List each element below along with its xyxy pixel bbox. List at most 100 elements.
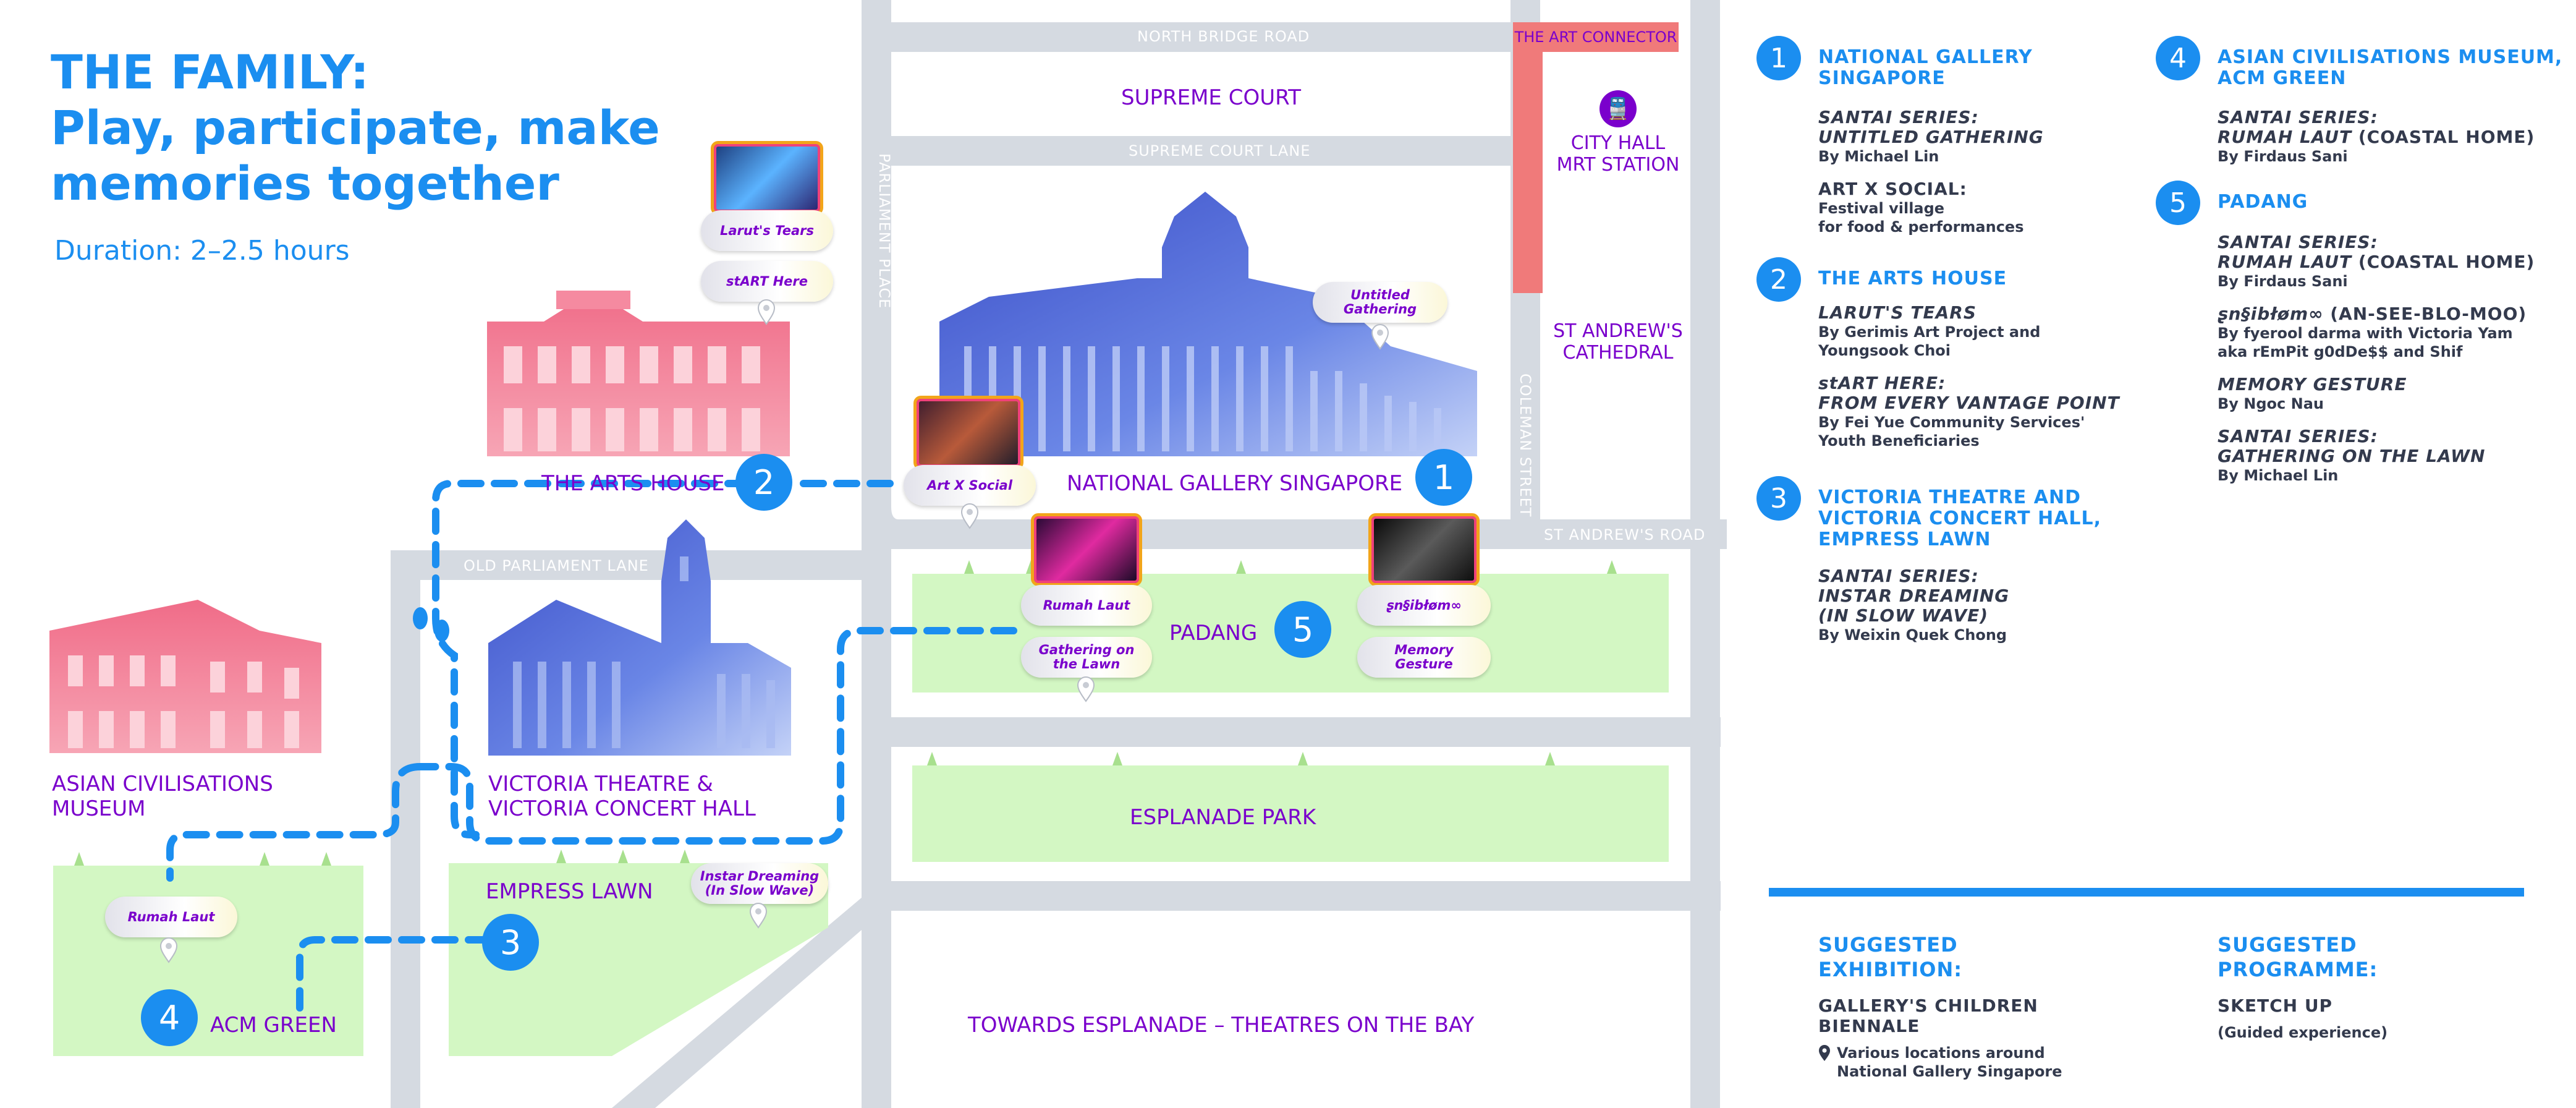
stop-marker-1[interactable]: 1 bbox=[1415, 449, 1472, 506]
item-byline: Youngsook Choi bbox=[1818, 342, 1951, 359]
laruts-tears-photo[interactable] bbox=[711, 141, 823, 215]
legend-venue-2: THE ARTS HOUSE LARUT'S TEARS By Gerimis … bbox=[1818, 268, 2152, 450]
road-label-parliament-place: PARLIAMENT PLACE bbox=[876, 153, 893, 309]
pill-start-here[interactable]: stART Here bbox=[701, 261, 833, 302]
item-byline: aka rEmPit g0dDe$$ and Shif bbox=[2218, 343, 2463, 360]
item-title: FROM EVERY VANTAGE POINT bbox=[1818, 393, 2120, 413]
legend-item: ART X SOCIAL: Festival village for food … bbox=[1818, 179, 2152, 236]
st-andrews-label-2: CATHEDRAL bbox=[1562, 342, 1674, 364]
acm-green-label: ACM GREEN bbox=[210, 1013, 337, 1038]
pill-untitled-line-2: Gathering bbox=[1343, 302, 1417, 317]
legend-venue-5: PADANG SANTAI SERIES: RUMAH LAUT (COASTA… bbox=[2218, 192, 2564, 485]
legend-item: SANTAI SERIES: RUMAH LAUT (COASTAL HOME)… bbox=[2218, 232, 2564, 291]
pill-untitled-line-1: Untitled bbox=[1350, 288, 1410, 302]
stop-marker-5[interactable]: 5 bbox=[1274, 601, 1331, 658]
pill-untitled-gathering[interactable]: Untitled Gathering bbox=[1313, 282, 1447, 323]
legend-item: MEMORY GESTURE By Ngoc Nau bbox=[2218, 375, 2564, 413]
st-andrews-label-1: ST ANDREW'S bbox=[1553, 320, 1683, 342]
stop-marker-2[interactable]: 2 bbox=[735, 454, 792, 511]
legend-item: SANTAI SERIES: RUMAH LAUT (COASTAL HOME)… bbox=[2218, 108, 2564, 166]
pill-instar-dreaming[interactable]: Instar Dreaming (In Slow Wave) bbox=[691, 863, 828, 904]
footprints-icon bbox=[413, 607, 449, 642]
suggested-exhibition: SUGGESTED EXHIBITION: GALLERY'S CHILDREN… bbox=[1818, 932, 2140, 1081]
acm-building-icon bbox=[49, 600, 321, 753]
pill-laruts-tears[interactable]: Larut's Tears bbox=[701, 210, 833, 251]
ansiblom-photo[interactable] bbox=[1368, 513, 1480, 586]
acm-label-2: MUSEUM bbox=[52, 796, 146, 821]
road-label-supreme-court-lane: SUPREME COURT LANE bbox=[1129, 142, 1311, 160]
legend-venue-4: ASIAN CIVILISATIONS MUSEUM, ACM GREEN SA… bbox=[2218, 47, 2564, 166]
item-title: ART X SOCIAL: bbox=[1818, 179, 1967, 199]
legend-number-5: 5 bbox=[2156, 181, 2200, 225]
arts-house-label: THE ARTS HOUSE bbox=[541, 471, 725, 496]
title-line-2: Play, participate, make bbox=[51, 100, 660, 155]
legend-item: SANTAI SERIES: INSTAR DREAMING (IN SLOW … bbox=[1818, 566, 2152, 644]
pill-rumah-laut-padang[interactable]: Rumah Laut bbox=[1021, 585, 1152, 626]
item-title-plain: (AN-SEE-BLO-MOO) bbox=[2323, 304, 2527, 324]
item-title: RUMAH LAUT bbox=[2218, 252, 2352, 272]
stop-marker-4[interactable]: 4 bbox=[141, 989, 198, 1046]
suggested-note-2: National Gallery Singapore bbox=[1837, 1063, 2062, 1080]
item-title: SANTAI SERIES: bbox=[1818, 566, 1979, 586]
art-x-social-photo[interactable] bbox=[913, 396, 1023, 470]
item-title: (IN SLOW WAVE) bbox=[1818, 605, 1989, 626]
pill-instar-line-2: (In Slow Wave) bbox=[705, 883, 815, 898]
victoria-label-1: VICTORIA THEATRE & bbox=[488, 772, 713, 796]
pill-art-x-social[interactable]: Art X Social bbox=[904, 465, 1036, 506]
item-title: GATHERING ON THE LAWN bbox=[2218, 446, 2486, 466]
walking-route bbox=[166, 480, 1017, 1012]
legend-venue-3: VICTORIA THEATRE AND VICTORIA CONCERT HA… bbox=[1818, 487, 2152, 644]
map-pin-icon[interactable] bbox=[757, 299, 776, 325]
title-line-3: memories together bbox=[51, 156, 559, 211]
empress-lawn-label: EMPRESS LAWN bbox=[486, 879, 653, 904]
map-pin-icon[interactable] bbox=[1371, 324, 1389, 350]
item-byline: By Michael Lin bbox=[2218, 467, 2339, 484]
pill-gathering-on-the-lawn[interactable]: Gathering on the Lawn bbox=[1021, 637, 1152, 678]
page-title: THE FAMILY: Play, participate, make memo… bbox=[51, 45, 669, 211]
legend-number-2: 2 bbox=[1756, 257, 1801, 302]
art-connector-strip bbox=[1513, 52, 1543, 293]
item-title: INSTAR DREAMING bbox=[1818, 586, 2010, 606]
legend-number-1: 1 bbox=[1756, 36, 1801, 80]
pill-ansiblom[interactable]: ʂn§ibłøm∞ bbox=[1357, 585, 1491, 626]
item-title: SANTAI SERIES: bbox=[2218, 426, 2378, 446]
esplanade-park-label: ESPLANADE PARK bbox=[1130, 805, 1316, 830]
item-title: UNTITLED GATHERING bbox=[1818, 127, 2044, 147]
map-pin-icon[interactable] bbox=[749, 903, 768, 929]
pill-memory-gesture[interactable]: Memory Gesture bbox=[1357, 637, 1491, 678]
suggested-exhibition-head-2: EXHIBITION: bbox=[1818, 958, 1963, 981]
pill-rumah-laut-acm[interactable]: Rumah Laut bbox=[105, 897, 237, 937]
legend-venue-3-head-1: VICTORIA THEATRE AND bbox=[1818, 487, 2081, 508]
legend-venue-1-head-2: SINGAPORE bbox=[1818, 67, 1946, 89]
legend-number-4: 4 bbox=[2156, 36, 2200, 80]
suggested-exhibition-head-1: SUGGESTED bbox=[1818, 933, 1958, 957]
pill-instar-line-1: Instar Dreaming bbox=[700, 869, 820, 884]
suggested-note-1: Various locations around bbox=[1837, 1044, 2045, 1062]
road-label-st-andrews-road: ST ANDREW'S ROAD bbox=[1544, 526, 1706, 543]
city-hall-label-1: CITY HALL bbox=[1570, 132, 1666, 154]
map-pin-icon[interactable] bbox=[1077, 676, 1095, 702]
mrt-train-icon: 🚆 bbox=[1599, 90, 1637, 127]
item-title: stART HERE: bbox=[1818, 373, 1946, 393]
item-title-plain: (COASTAL HOME) bbox=[2352, 127, 2535, 147]
legend-item: LARUT'S TEARS By Gerimis Art Project and… bbox=[1818, 303, 2152, 360]
item-byline: By Ngoc Nau bbox=[2218, 395, 2324, 412]
map-pin-icon[interactable] bbox=[159, 937, 178, 963]
map-pin-icon[interactable] bbox=[960, 503, 979, 529]
suggested-exhibition-note: Various locations around National Galler… bbox=[1818, 1044, 2140, 1081]
suggested-exhibition-title: GALLERY'S CHILDREN BIENNALE bbox=[1818, 995, 2038, 1036]
suggested-programme-title: SKETCH UP bbox=[2218, 995, 2333, 1016]
road-label-north-bridge: NORTH BRIDGE ROAD bbox=[1137, 28, 1310, 45]
stop-marker-3[interactable]: 3 bbox=[482, 914, 539, 971]
suggested-programme-head-2: PROGRAMME: bbox=[2218, 958, 2378, 981]
art-connector-label: THE ART CONNECTOR bbox=[1513, 22, 1679, 52]
legend-venue-1-head-1: NATIONAL GALLERY bbox=[1818, 46, 2033, 68]
rumah-laut-padang-photo[interactable] bbox=[1031, 513, 1142, 586]
item-byline: for food & performances bbox=[1818, 218, 2024, 236]
pill-gathering-line-2: the Lawn bbox=[1053, 657, 1121, 671]
acm-label: ASIAN CIVILISATIONS MUSEUM bbox=[52, 772, 273, 821]
location-pin-icon bbox=[1819, 1045, 1830, 1061]
pill-memory-line-1: Memory bbox=[1394, 642, 1454, 657]
item-byline: By Gerimis Art Project and bbox=[1818, 323, 2041, 341]
item-byline: By Michael Lin bbox=[1818, 148, 1939, 165]
